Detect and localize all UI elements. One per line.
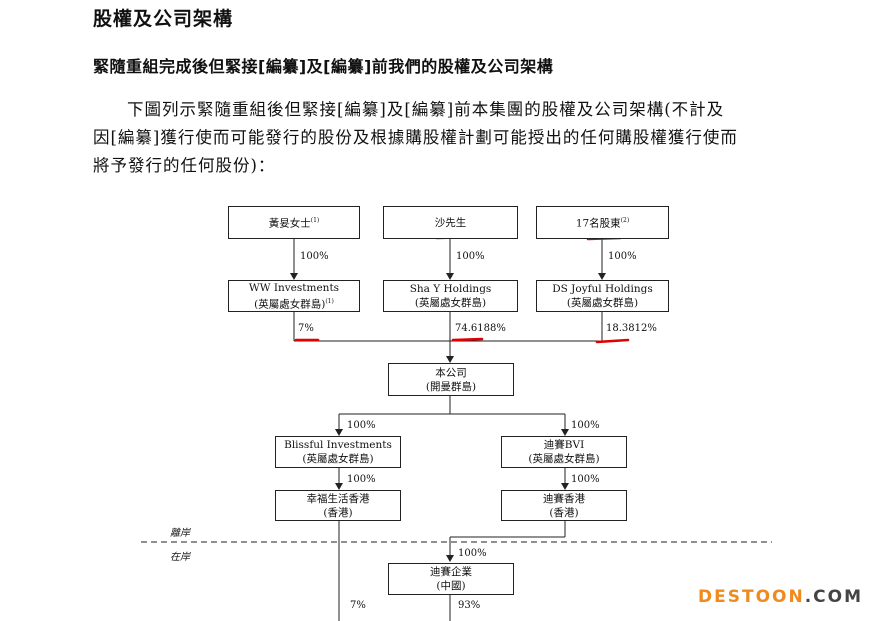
highlight-mark-5	[451, 337, 484, 342]
stake-pct-2: 74.6188%	[455, 323, 506, 334]
shareholder-box-1: 黃妟女士(1)	[228, 206, 360, 239]
company-box: 本公司 (開曼群島)	[388, 363, 514, 396]
stake-pct-1: 7%	[298, 323, 314, 334]
paragraph-line-2: 因[編纂]獲行使而可能發行的股份及根據購股權計劃可能授出的任何購股權獲行使而	[93, 128, 738, 147]
section-heading: 股權及公司架構	[93, 8, 234, 30]
hk-sub-sub-2: (香港)	[549, 506, 579, 519]
holdco-name-3: DS Joyful Holdings	[552, 283, 653, 295]
pct-company-left: 100%	[347, 420, 376, 431]
watermark-logo: DESTOON.COM	[698, 587, 863, 607]
enterprise-sub: (中國)	[436, 580, 466, 592]
holdco-sub-3: (英屬處女群島)	[566, 297, 639, 309]
shareholder-name-1: 黃妟女士	[268, 217, 311, 230]
hk-sub-sub-1: (香港)	[323, 506, 353, 519]
onshore-label: 在岸	[170, 552, 190, 563]
shareholder-name-3: 17名股東	[575, 217, 621, 230]
bvi-sub-box-1: Blissful Investments (英屬處女群島)	[275, 436, 401, 468]
holdco-box-3: DS Joyful Holdings (英屬處女群島)	[536, 280, 669, 312]
hk-sub-box-2: 迪賽香港 (香港)	[501, 490, 627, 521]
footnote-marker-2: (2)	[620, 217, 630, 225]
shareholder-box-3: 17名股東(2)	[536, 206, 669, 239]
bvi-sub-name-1: Blissful Investments	[284, 439, 392, 451]
pct-hk-enterprise: 100%	[458, 548, 487, 559]
hk-sub-name-2: 迪賽香港	[543, 492, 585, 505]
footnote-marker-3: (1)	[325, 297, 334, 305]
pct-shareholder-2: 100%	[456, 251, 485, 262]
pct-right-enterprise: 93%	[458, 600, 481, 611]
company-name: 本公司	[435, 366, 467, 379]
description-paragraph: 下圖列示緊隨重組後但緊接[編纂]及[編纂]前本集團的股權及公司架構(不計及 因[…	[93, 96, 783, 180]
section-subheading: 緊隨重組完成後但緊接[編纂]及[編纂]前我們的股權及公司架構	[93, 57, 554, 76]
company-sub: (開曼群島)	[425, 380, 477, 393]
holdco-name-2: Sha Y Holdings	[409, 283, 492, 295]
enterprise-box: 迪賽企業 (中國)	[388, 563, 514, 595]
paragraph-line-1: 下圖列示緊隨重組後但緊接[編纂]及[編纂]前本集團的股權及公司架構(不計及	[127, 100, 725, 119]
holdco-name-1: WW Investments	[248, 281, 340, 294]
footnote-marker-1: (1)	[310, 217, 320, 225]
pct-shareholder-3: 100%	[608, 251, 637, 262]
pct-left-bvi-hk: 100%	[347, 474, 376, 485]
bvi-sub-sub-1: (英屬處女群島)	[302, 453, 374, 465]
watermark-part-1: DESTOON	[698, 587, 805, 607]
holdco-sub-2: (英屬處女群島)	[414, 297, 487, 309]
holdco-box-2: Sha Y Holdings (英屬處女群島)	[383, 280, 518, 312]
hk-sub-name-1: 幸福生活香港	[306, 492, 370, 505]
highlight-mark-6	[595, 338, 630, 344]
bvi-sub-sub-2: (英屬處女群島)	[528, 453, 600, 465]
bvi-sub-name-2: 迪賽BVI	[543, 439, 585, 451]
pct-right-bvi-hk: 100%	[571, 474, 600, 485]
offshore-label: 離岸	[170, 528, 190, 539]
pct-left-enterprise: 7%	[350, 600, 366, 611]
shareholder-name-2: 沙先生	[434, 216, 467, 229]
shareholder-box-2: 沙先生	[383, 206, 518, 239]
bvi-sub-box-2: 迪賽BVI (英屬處女群島)	[501, 436, 627, 468]
hk-sub-box-1: 幸福生活香港 (香港)	[275, 490, 401, 521]
watermark-part-2: .COM	[804, 587, 864, 607]
stake-pct-3: 18.3812%	[606, 323, 657, 334]
holdco-sub-1: (英屬處女群島)	[254, 298, 326, 311]
enterprise-name: 迪賽企業	[430, 566, 472, 578]
holdco-box-1: WW Investments (英屬處女群島)(1)	[228, 280, 360, 312]
pct-shareholder-1: 100%	[300, 251, 329, 262]
pct-company-right: 100%	[571, 420, 600, 431]
paragraph-line-3: 將予發行的任何股份)：	[93, 156, 276, 175]
